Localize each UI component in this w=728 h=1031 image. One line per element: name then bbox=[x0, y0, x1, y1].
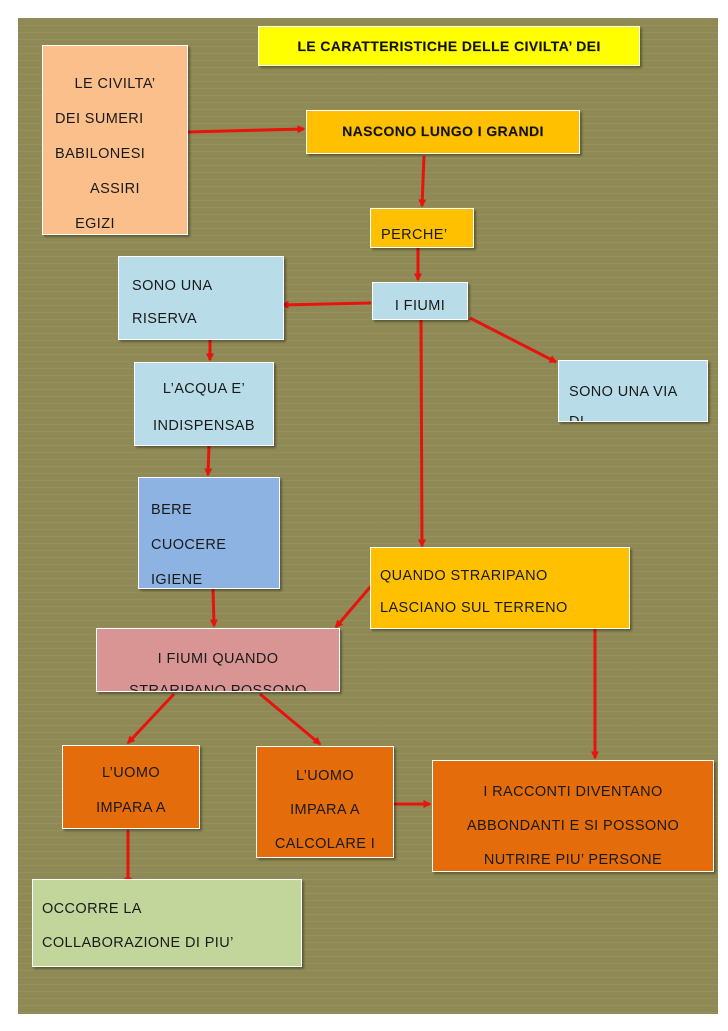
arrow-fiumi-quando-to-uomo1 bbox=[126, 692, 176, 745]
mind-map-canvas: LE CARATTERISTICHE DELLE CIVILTA’ DEI LE… bbox=[18, 18, 718, 1014]
node-riserva: SONO UNA RISERVA bbox=[118, 256, 284, 340]
node-acqua: L’ACQUA E’ INDISPENSAB bbox=[134, 362, 274, 446]
arrow-nascono-to-perche bbox=[418, 155, 427, 208]
node-nascono: NASCONO LUNGO I GRANDI bbox=[306, 110, 580, 154]
node-via: SONO UNA VIA DI bbox=[558, 360, 708, 422]
node-riserva-line: SONO UNA bbox=[132, 278, 213, 294]
node-civilta-line: DEI SUMERI bbox=[55, 111, 144, 127]
node-via-line: SONO UNA VIA bbox=[569, 384, 678, 400]
node-straripano-line: QUANDO STRARIPANO bbox=[380, 568, 548, 584]
arrow-fiumi-to-straripano bbox=[417, 319, 426, 548]
node-fiumi-quando-line: STRARIPANO POSSONO bbox=[129, 683, 307, 692]
node-bere-line: IGIENE bbox=[151, 572, 203, 588]
node-occorre: OCCORRE LA COLLABORAZIONE DI PIU’ bbox=[32, 879, 302, 967]
node-straripano-line: LASCIANO SUL TERRENO bbox=[380, 600, 568, 616]
node-bere-line: CUOCERE bbox=[151, 537, 227, 553]
node-uomo1: L’UOMO IMPARA A bbox=[62, 745, 200, 829]
node-perche: PERCHE’ bbox=[370, 208, 474, 248]
node-uomo2-line: IMPARA A bbox=[290, 802, 360, 818]
node-racconti-line: I RACCONTI DIVENTANO bbox=[483, 784, 663, 800]
node-occorre-line: OCCORRE LA bbox=[42, 901, 142, 917]
node-fiumi-quando: I FIUMI QUANDO STRARIPANO POSSONO bbox=[96, 628, 340, 692]
node-civilta-line: ASSIRI bbox=[90, 181, 140, 197]
node-straripano: QUANDO STRARIPANO LASCIANO SUL TERRENO bbox=[370, 547, 630, 629]
arrow-layer bbox=[124, 125, 599, 886]
arrow-bere-to-fiumi-quando bbox=[209, 588, 218, 628]
diagram-title: LE CARATTERISTICHE DELLE CIVILTA’ DEI bbox=[258, 26, 640, 66]
node-uomo2-line: CALCOLARE I bbox=[274, 836, 376, 852]
node-civilta: LE CIVILTA’ DEI SUMERI BABILONESI ASSIRI… bbox=[42, 45, 188, 235]
arrow-acqua-to-bere bbox=[204, 444, 213, 477]
node-acqua-line: INDISPENSAB bbox=[153, 418, 255, 434]
node-civilta-line: EGIZI bbox=[75, 216, 115, 232]
arrow-fiumi-quando-to-uomo2 bbox=[259, 692, 322, 746]
node-racconti-line: ABBONDANTI E SI POSSONO bbox=[466, 818, 680, 834]
node-fiumi: I FIUMI bbox=[372, 282, 468, 320]
node-via-line: DI bbox=[569, 414, 585, 422]
arrow-fiumi-to-riserva bbox=[280, 300, 372, 309]
node-uomo2-line: L’UOMO bbox=[296, 768, 354, 784]
node-riserva-line: RISERVA bbox=[132, 311, 198, 327]
node-bere: BERE CUOCERE IGIENE bbox=[138, 477, 280, 589]
node-perche-label: PERCHE’ bbox=[381, 227, 448, 243]
node-civilta-line: BABILONESI bbox=[55, 146, 146, 162]
arrow-civilta-to-nascono bbox=[187, 125, 306, 134]
node-acqua-line: L’ACQUA E’ bbox=[162, 381, 246, 397]
arrow-fiumi-to-via bbox=[469, 316, 558, 364]
node-uomo1-line: IMPARA A bbox=[96, 800, 166, 816]
node-uomo2: L’UOMO IMPARA A CALCOLARE I bbox=[256, 746, 394, 858]
node-uomo1-line: L’UOMO bbox=[102, 765, 160, 781]
arrow-straripano-to-fiumi-quando bbox=[334, 585, 373, 629]
node-racconti-line: NUTRIRE PIU’ PERSONE bbox=[483, 852, 663, 868]
node-bere-line: BERE bbox=[151, 502, 193, 518]
node-racconti: I RACCONTI DIVENTANO ABBONDANTI E SI POS… bbox=[432, 760, 714, 872]
node-occorre-line: COLLABORAZIONE DI PIU’ bbox=[42, 935, 234, 951]
node-civilta-line: LE CIVILTA’ bbox=[74, 76, 156, 92]
node-fiumi-label: I FIUMI bbox=[394, 298, 446, 314]
node-fiumi-quando-line: I FIUMI QUANDO bbox=[157, 651, 279, 667]
